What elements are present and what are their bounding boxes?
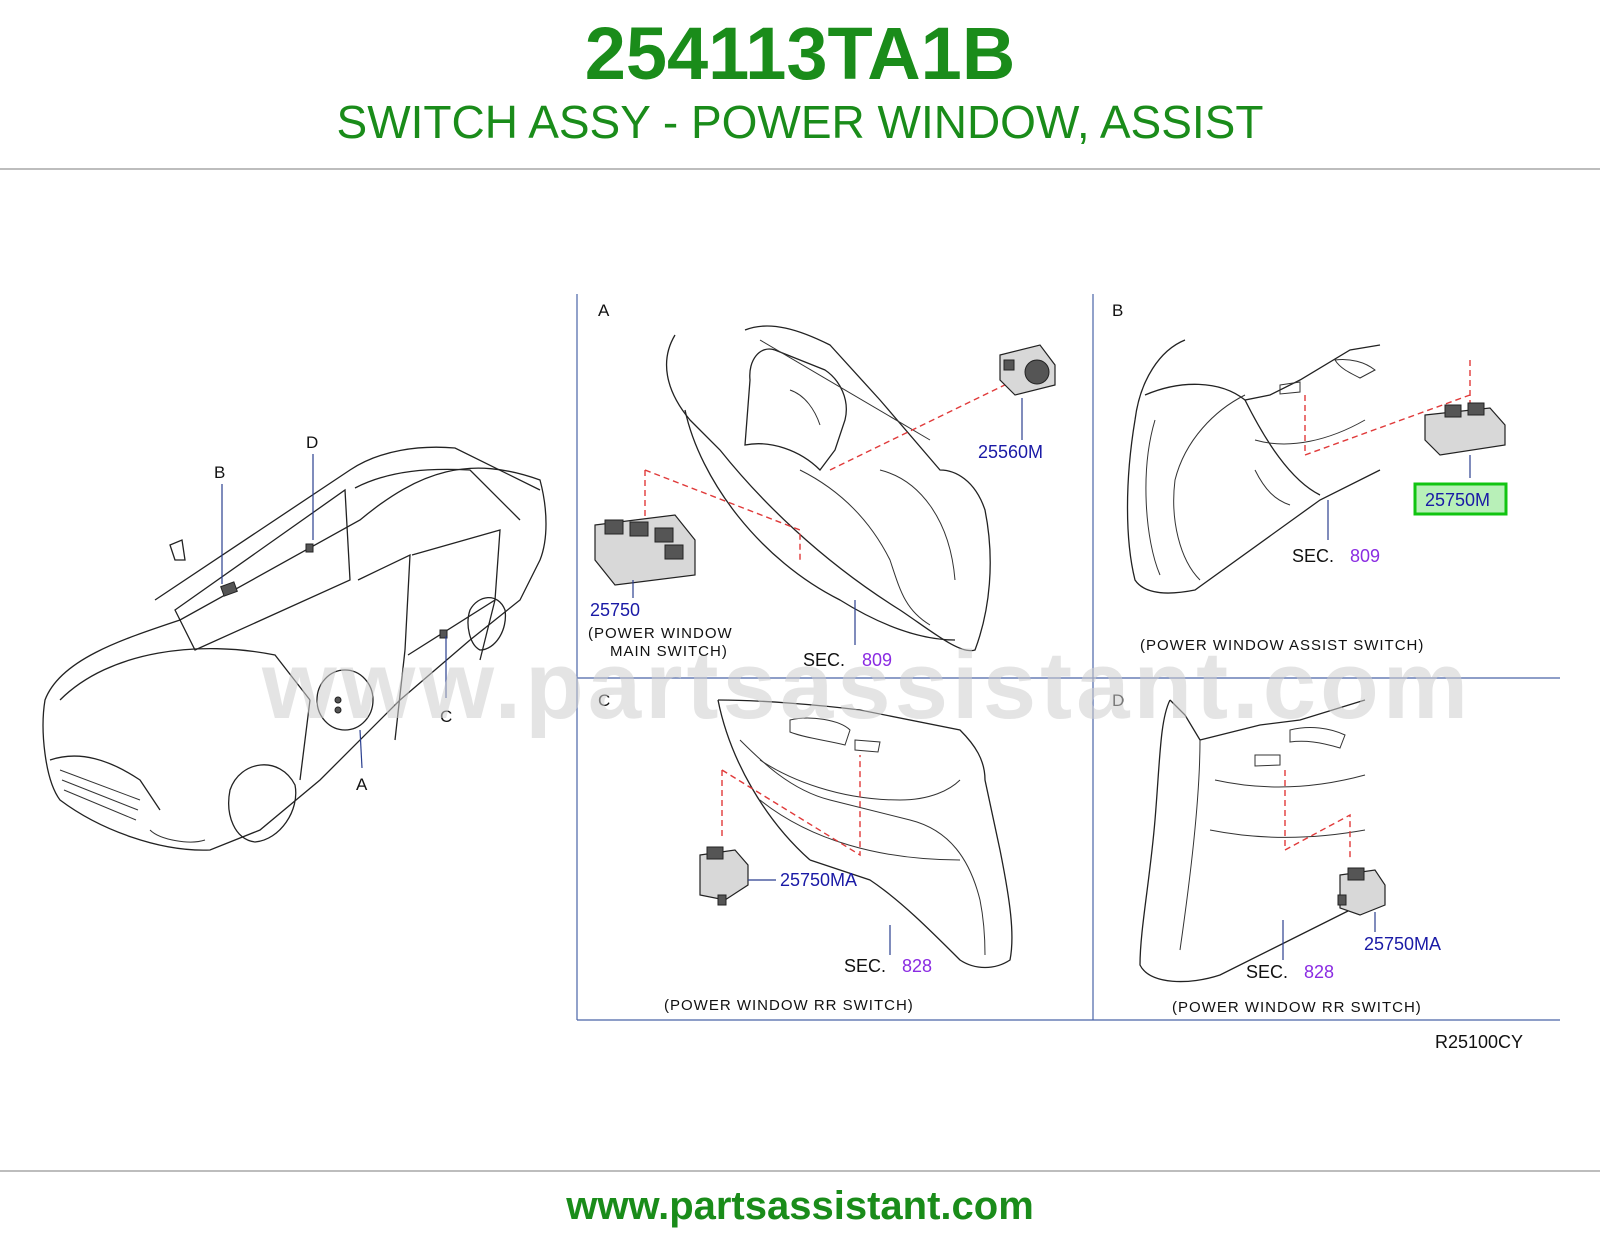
part-label-25750[interactable]: 25750	[590, 600, 640, 620]
page-subtitle: SWITCH ASSY - POWER WINDOW, ASSIST	[336, 96, 1264, 148]
page-title: 254113TA1B	[584, 12, 1016, 95]
watermark: www.partsassistant.com	[261, 632, 1472, 739]
panel-b: B	[1112, 301, 1508, 594]
panel-d-letter: D	[1112, 691, 1124, 710]
panel-d-caption: (POWER WINDOW RR SWITCH)	[1172, 999, 1422, 1016]
panel-b-letter: B	[1112, 301, 1123, 320]
panel-d-sec-label: SEC.	[1246, 962, 1288, 982]
panel-a-sec-label: SEC.	[803, 650, 845, 670]
panel-b-caption: (POWER WINDOW ASSIST SWITCH)	[1140, 637, 1424, 654]
panel-d-sec-number[interactable]: 828	[1304, 962, 1334, 982]
panel-a-sec-number[interactable]: 809	[862, 650, 892, 670]
car-overview-illustration	[42, 446, 547, 851]
panel-frames	[576, 294, 1560, 1021]
callout-a: A	[356, 775, 368, 794]
panel-c-sec-number[interactable]: 828	[902, 956, 932, 976]
part-label-25750ma-d[interactable]: 25750MA	[1364, 934, 1441, 954]
part-label-25750m[interactable]: 25750M	[1425, 490, 1490, 510]
callout-b: B	[214, 463, 225, 482]
panel-c-letter: C	[598, 691, 610, 710]
callout-c: C	[440, 707, 452, 726]
part-label-25560m[interactable]: 25560M	[978, 442, 1043, 462]
panel-b-sec-label: SEC.	[1292, 546, 1334, 566]
highlighted-part-box	[1413, 482, 1508, 516]
panel-b-sec-number[interactable]: 809	[1350, 546, 1380, 566]
part-label-25750ma-c[interactable]: 25750MA	[780, 870, 857, 890]
panel-a-letter: A	[598, 301, 610, 320]
footer-divider	[0, 1170, 1600, 1172]
part-desc-main-switch-2: MAIN SWITCH)	[610, 643, 728, 660]
panel-c-sec-label: SEC.	[844, 956, 886, 976]
callout-d: D	[306, 433, 318, 452]
header-divider	[0, 168, 1600, 170]
panel-d: D	[1112, 691, 1386, 983]
panel-c-caption: (POWER WINDOW RR SWITCH)	[664, 997, 914, 1014]
footer-website-link[interactable]: www.partsassistant.com	[566, 1184, 1034, 1228]
panel-c: C	[598, 691, 1013, 969]
panel-a: A	[594, 301, 1056, 652]
part-desc-main-switch-1: (POWER WINDOW	[588, 625, 733, 642]
diagram-code: R25100CY	[1435, 1032, 1523, 1052]
